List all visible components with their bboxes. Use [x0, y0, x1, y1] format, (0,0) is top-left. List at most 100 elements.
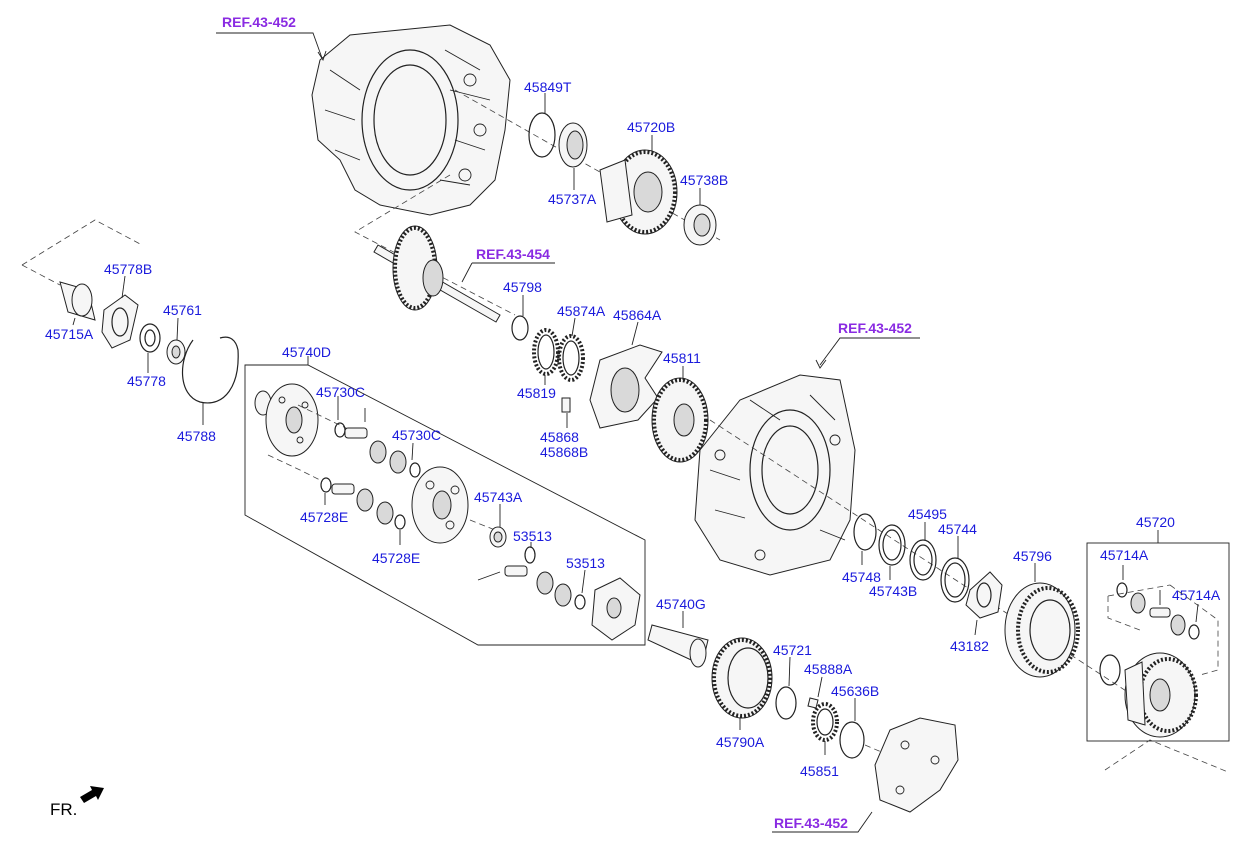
washer-45728E-1: [320, 477, 332, 493]
snap-ring-45721: [775, 686, 797, 720]
thrust-washer-45798: [511, 315, 529, 341]
input-shaft-45740G: [647, 624, 709, 668]
part-label-45714A-1[interactable]: 45714A: [1100, 547, 1149, 563]
part-label-45730C-1[interactable]: 45730C: [316, 384, 365, 400]
thrust-washer-45744: [940, 557, 970, 603]
ring-gear-hub-45715A: [59, 281, 96, 321]
ref-label-case[interactable]: REF.43-452: [838, 320, 912, 336]
part-label-45849T[interactable]: 45849T: [524, 79, 572, 95]
part-label-53513-1[interactable]: 53513: [513, 528, 552, 544]
part-label-45761[interactable]: 45761: [163, 302, 202, 318]
part-label-45868B[interactable]: 45868B: [540, 444, 588, 460]
part-label-45744[interactable]: 45744: [938, 521, 977, 537]
part-label-45728E-1[interactable]: 45728E: [300, 509, 348, 525]
ref-label-top[interactable]: REF.43-452: [222, 14, 296, 30]
needle-bearing-4: [376, 501, 394, 525]
part-label-45728E-2[interactable]: 45728E: [372, 550, 420, 566]
front-direction-label: FR.: [50, 800, 77, 819]
needle-bearing-1: [369, 440, 387, 464]
snap-ring-45849T: [528, 112, 556, 158]
bearing-45738B: [683, 204, 717, 246]
end-cover-housing: [874, 717, 959, 813]
washer-45714A-1: [1116, 582, 1128, 598]
pinion-gear-2: [1170, 614, 1186, 636]
ref-label-cover[interactable]: REF.43-452: [774, 815, 848, 831]
pin-53513: [504, 565, 528, 577]
front-direction-arrow-icon: [80, 786, 104, 803]
carrier-end-plate: [591, 577, 641, 641]
part-label-45738B[interactable]: 45738B: [680, 172, 728, 188]
bolt-45868: [561, 397, 571, 413]
plate-45778B: [101, 294, 139, 349]
needle-bearing-5: [536, 571, 554, 595]
part-label-45790A[interactable]: 45790A: [716, 734, 765, 750]
part-label-45743A[interactable]: 45743A: [474, 489, 523, 505]
part-label-45811[interactable]: 45811: [663, 350, 701, 366]
bolt-45888A: [807, 697, 819, 709]
part-label-45778B[interactable]: 45778B: [104, 261, 152, 277]
washer-53513-1: [524, 546, 536, 564]
pin-45730C: [344, 427, 368, 439]
part-label-45868[interactable]: 45868: [540, 429, 579, 445]
part-label-45720[interactable]: 45720: [1136, 514, 1175, 530]
part-label-45864A[interactable]: 45864A: [613, 307, 662, 323]
washer-53513-2: [574, 594, 586, 610]
part-label-45721[interactable]: 45721: [773, 642, 812, 658]
needle-bearing-3: [356, 488, 374, 512]
washer-45730C-1: [334, 422, 346, 438]
planet-carrier-45740D: [411, 466, 469, 544]
thrust-washer-45778: [139, 323, 161, 353]
needle-bearing-6: [554, 583, 572, 607]
part-label-45888A[interactable]: 45888A: [804, 661, 853, 677]
part-label-45788[interactable]: 45788: [177, 428, 216, 444]
o-ring-45636B: [839, 721, 865, 759]
part-label-45714A-2[interactable]: 45714A: [1172, 587, 1221, 603]
part-label-45720B[interactable]: 45720B: [627, 119, 675, 135]
needle-bearing-2: [389, 450, 407, 474]
part-label-45715A[interactable]: 45715A: [45, 326, 94, 342]
part-label-45737A[interactable]: 45737A: [548, 191, 597, 207]
washer-45728E-2: [394, 514, 406, 530]
output-shaft-gear: [373, 225, 501, 323]
differential-gear-45720B: [599, 149, 678, 235]
pinion-gear-1: [1130, 592, 1146, 614]
ring-gear-45790A: [711, 637, 773, 719]
part-label-45819[interactable]: 45819: [517, 385, 556, 401]
part-label-53513-2[interactable]: 53513: [566, 555, 605, 571]
bearing-race-45743B: [878, 524, 906, 566]
synchronizer-ring-45874A: [557, 334, 585, 382]
part-label-45798[interactable]: 45798: [503, 279, 542, 295]
snap-ring-45788: [182, 336, 239, 404]
planet-carrier-plate: [265, 383, 319, 457]
differential-case-45720: [1124, 652, 1198, 738]
transaxle-case-housing-top: [311, 24, 511, 216]
bearing-45737A: [558, 122, 588, 168]
part-label-45874A[interactable]: 45874A: [557, 303, 606, 319]
part-label-45748[interactable]: 45748: [842, 569, 881, 585]
snap-ring-45748: [853, 513, 877, 551]
ref-label-shaft[interactable]: REF.43-454: [476, 246, 550, 262]
bearing-45851: [811, 702, 839, 742]
part-label-45740D[interactable]: 45740D: [282, 344, 331, 360]
transaxle-case-housing-main: [694, 374, 856, 576]
pin-45728E: [331, 483, 355, 495]
part-label-45778[interactable]: 45778: [127, 373, 166, 389]
part-label-45743B[interactable]: 45743B: [869, 583, 917, 599]
part-label-45730C-2[interactable]: 45730C: [392, 427, 441, 443]
part-label-45851[interactable]: 45851: [800, 763, 839, 779]
part-label-45740G[interactable]: 45740G: [656, 596, 706, 612]
pinion-shaft: [1149, 607, 1171, 618]
transfer-driven-gear-45811: [651, 377, 709, 463]
washer-45714A-2: [1188, 624, 1200, 640]
washer-45495: [909, 539, 937, 581]
washer-45730C-2: [409, 462, 421, 478]
part-label-43182[interactable]: 43182: [950, 638, 989, 654]
side-washer: [1099, 654, 1121, 686]
retainer-43182: [965, 571, 1003, 619]
part-label-45636B[interactable]: 45636B: [831, 683, 879, 699]
part-label-45495[interactable]: 45495: [908, 506, 947, 522]
retainer-plate-45864A: [589, 344, 663, 429]
part-label-45796[interactable]: 45796: [1013, 548, 1052, 564]
clutch-drum-45796: [1004, 582, 1080, 678]
